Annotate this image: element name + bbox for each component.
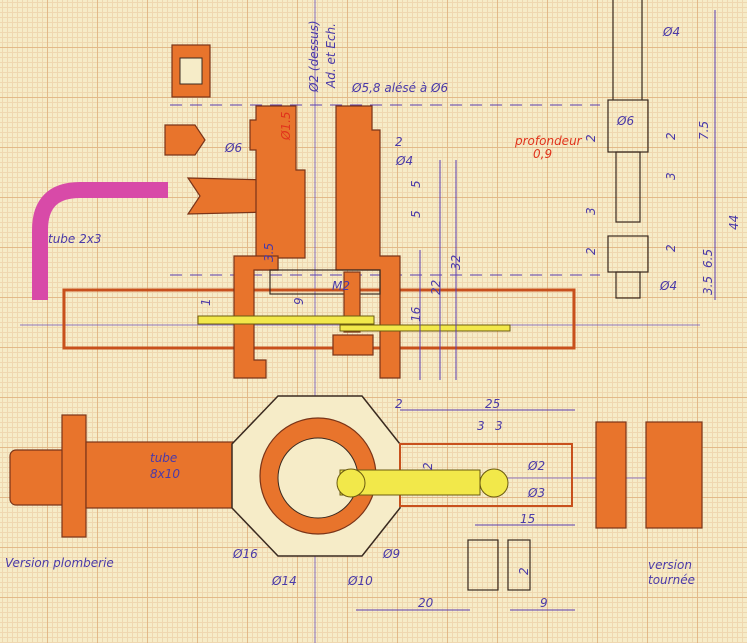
dim-6-5: 6.5 bbox=[701, 249, 715, 268]
dim-r2d: 2 bbox=[664, 244, 678, 252]
dim-d10: Ø10 bbox=[347, 574, 373, 588]
dim-3a: 3 bbox=[477, 419, 485, 433]
dim-5a: 5 bbox=[409, 180, 423, 188]
dim-3b: 3 bbox=[495, 419, 503, 433]
dim-25: 25 bbox=[485, 397, 500, 411]
dim-d1-5: Ø1.5 bbox=[279, 111, 293, 141]
dim-r3-5: 3.5 bbox=[701, 276, 715, 295]
dim-15: 15 bbox=[520, 512, 535, 526]
dim-d16: Ø16 bbox=[232, 547, 258, 561]
dim-d4-mid: Ø4 bbox=[395, 154, 413, 168]
bent-tube-2x3 bbox=[32, 182, 168, 300]
dim-d9: Ø9 bbox=[382, 547, 400, 561]
dim-16: 16 bbox=[409, 306, 423, 322]
dim-d6-left: Ø6 bbox=[224, 141, 242, 155]
note-depth-label: profondeur bbox=[514, 134, 583, 148]
dim-d4-bottom: Ø4 bbox=[659, 279, 677, 293]
dim-1: 1 bbox=[199, 298, 213, 306]
note-tube-small: tube 2x3 bbox=[48, 232, 102, 246]
note-tube-big: tube bbox=[150, 451, 177, 465]
valve-plan-view bbox=[9, 395, 703, 591]
note-tube-big-size: 8x10 bbox=[150, 467, 180, 481]
dim-d2: Ø2 bbox=[527, 459, 545, 473]
note-version-plumbing: Version plomberie bbox=[5, 556, 114, 570]
dim-9: 9 bbox=[292, 297, 306, 305]
dim-h9: 9 bbox=[540, 596, 548, 610]
dim-22: 22 bbox=[429, 280, 443, 295]
dim-r2a: 2 bbox=[584, 134, 598, 142]
note-thread: M2 bbox=[332, 279, 350, 293]
valve-body-section bbox=[62, 105, 576, 379]
note-version-turned-2: tournée bbox=[648, 573, 695, 587]
dim-d14: Ø14 bbox=[271, 574, 297, 588]
olive-fitting bbox=[164, 124, 206, 156]
dim-3-5: 3.5 bbox=[262, 243, 276, 262]
dim-5b: 5 bbox=[409, 210, 423, 218]
dim-d3: Ø3 bbox=[527, 486, 545, 500]
dim-r3a: 3 bbox=[584, 207, 598, 215]
dim-2-top: 2 bbox=[395, 135, 403, 149]
note-version-turned: version bbox=[648, 558, 692, 572]
dim-r2b: 2 bbox=[584, 247, 598, 255]
dim-d4-top: Ø4 bbox=[662, 25, 680, 39]
dim-d6-right: Ø6 bbox=[616, 114, 634, 128]
dim-r2c: 2 bbox=[664, 132, 678, 140]
dim-r3b: 3 bbox=[664, 172, 678, 180]
dim-v2: 2 bbox=[421, 462, 435, 470]
note-ream: Ad. et Ech. bbox=[324, 23, 338, 89]
note-depth-value: 0,9 bbox=[533, 147, 552, 161]
dim-20: 20 bbox=[418, 596, 434, 610]
note-top-axis: Ø2 (dessus) bbox=[307, 20, 321, 93]
dim-s2: 2 bbox=[517, 567, 531, 575]
dim-44: 44 bbox=[727, 215, 741, 230]
dimension-lines bbox=[356, 10, 716, 611]
dim-7-5: 7.5 bbox=[697, 121, 711, 140]
dim-32: 32 bbox=[449, 255, 463, 270]
shaft-side-view bbox=[607, 0, 649, 299]
nut-fitting bbox=[171, 44, 211, 98]
dim-h2: 2 bbox=[395, 397, 403, 411]
note-bore: Ø5,8 alésé à Ø6 bbox=[351, 81, 448, 95]
